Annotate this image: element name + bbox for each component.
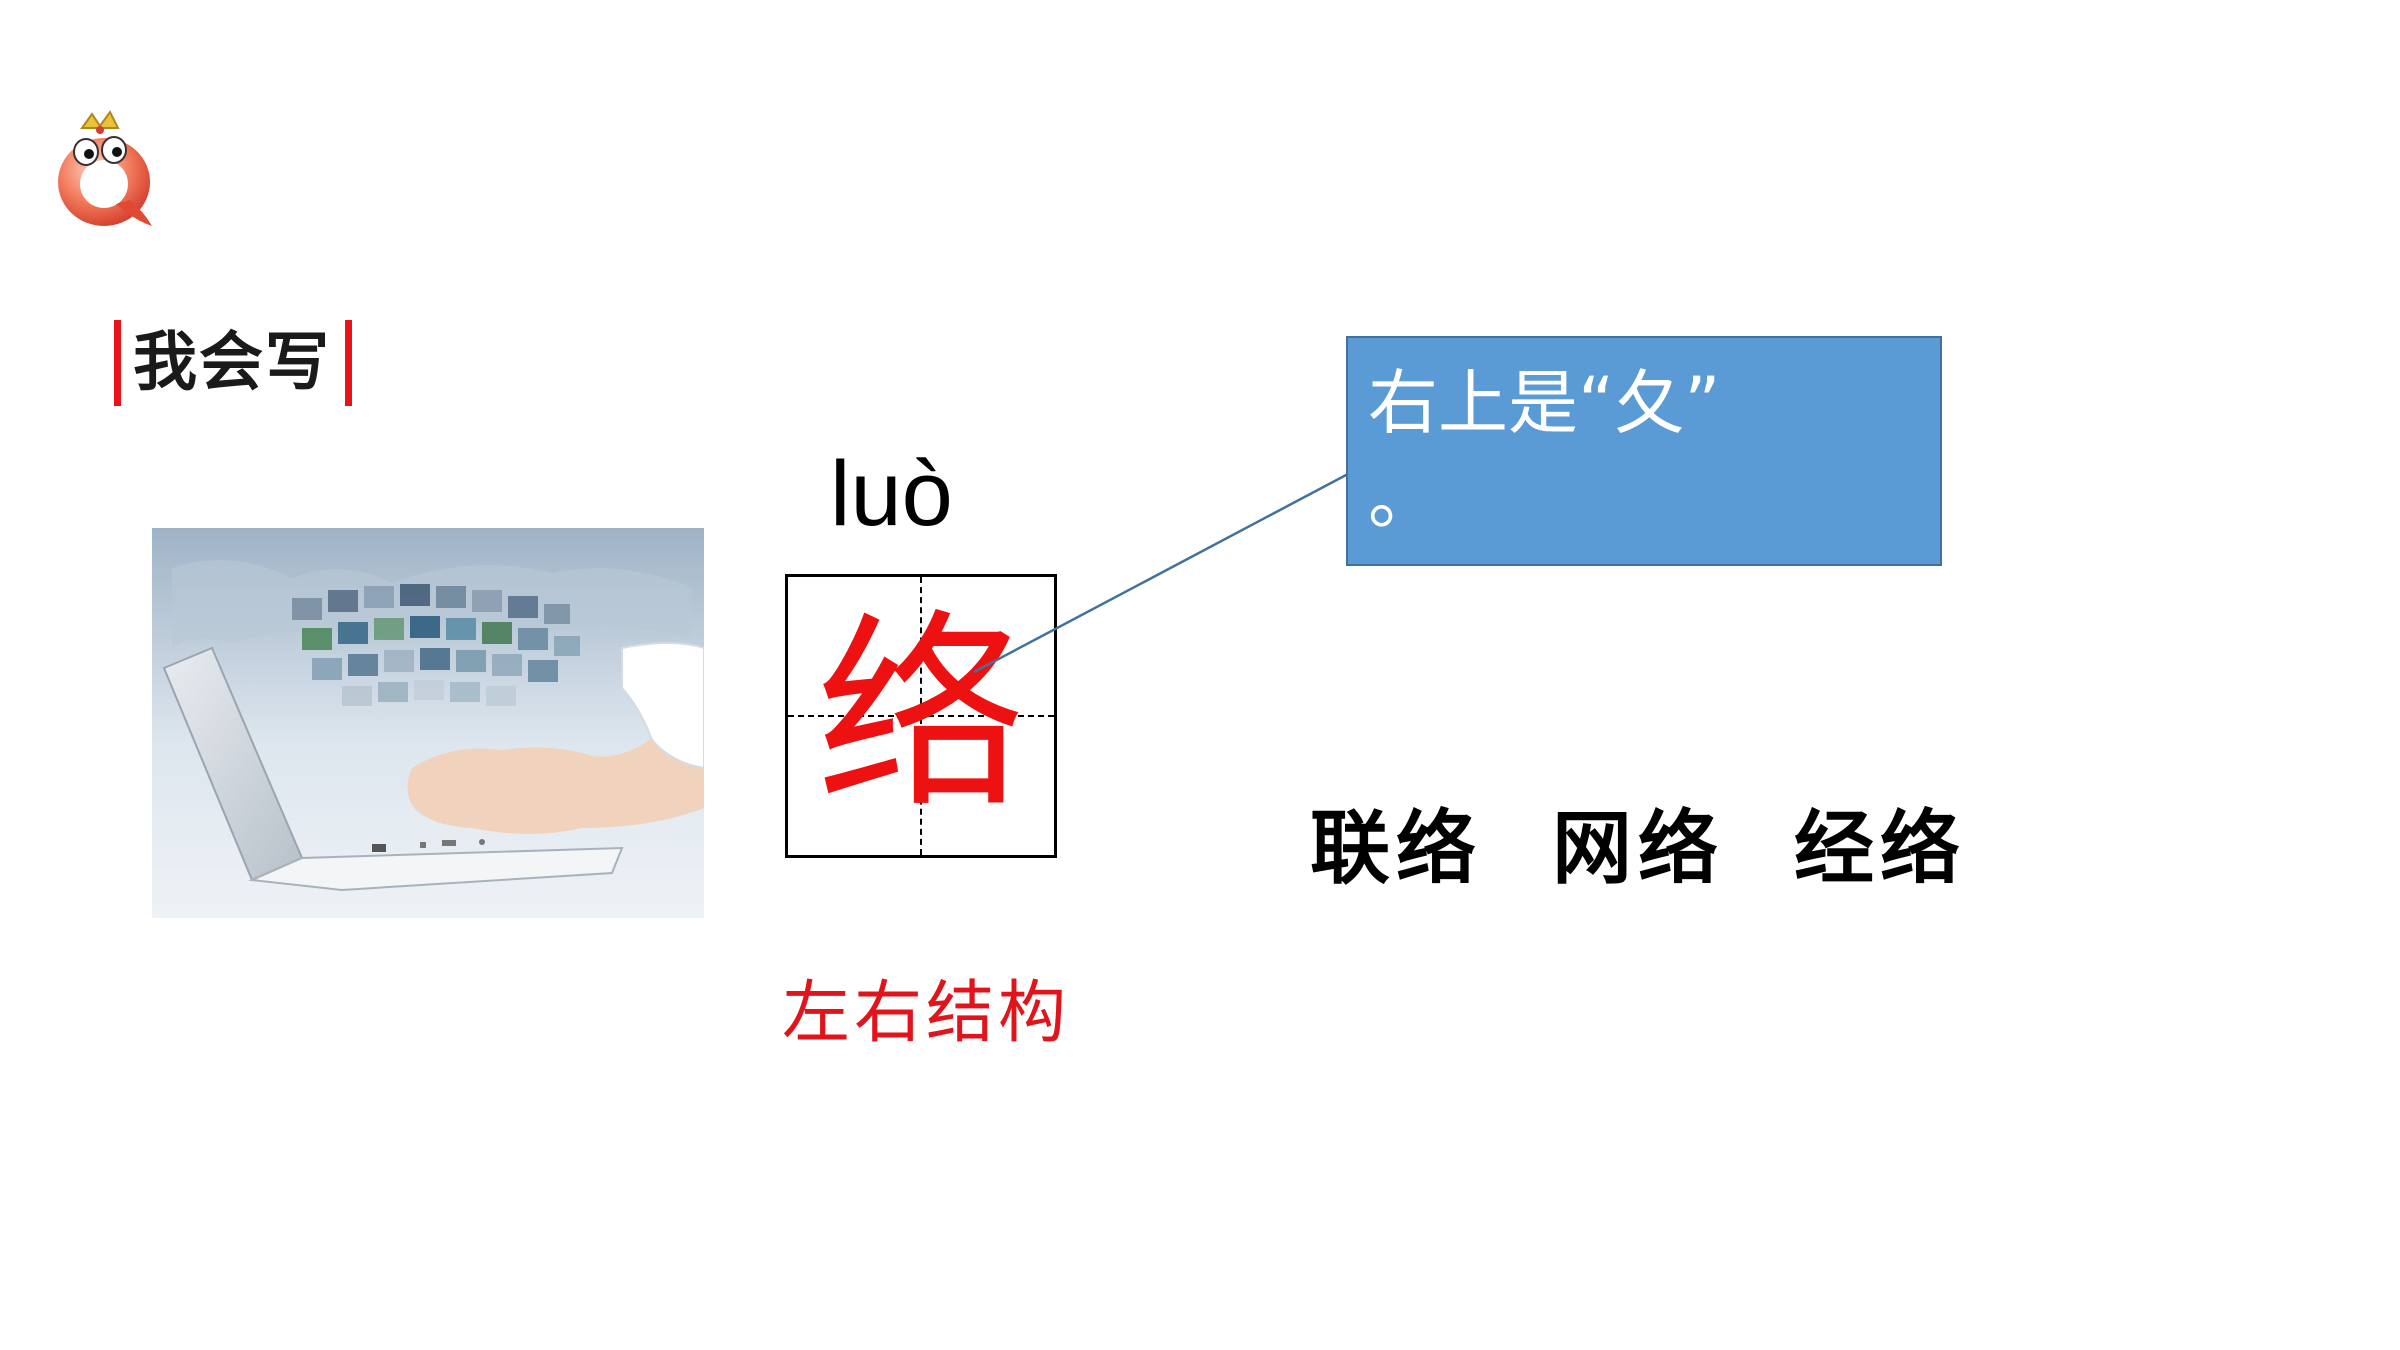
q-mascot-icon	[52, 108, 164, 236]
section-title: 我会写	[114, 318, 352, 408]
example-words: 联络 网络 经络	[1310, 808, 1966, 888]
hint-tail: 。	[1368, 456, 1438, 539]
section-title-text: 我会写	[133, 325, 331, 400]
title-bar-right	[345, 320, 352, 406]
grid-horizontal-guide	[788, 715, 1054, 717]
character-grid: 络	[785, 574, 1057, 858]
word-item: 联络	[1310, 801, 1482, 895]
structure-label: 左右结构	[782, 974, 1071, 1053]
character-glyph: 络	[815, 593, 1026, 838]
word-item: 经络	[1794, 801, 1966, 895]
hint-callout: 右上是“夂” 。	[1346, 336, 1942, 566]
title-bar-left	[114, 320, 121, 406]
laptop-photo	[152, 528, 704, 918]
hint-text: 右上是“夂”	[1368, 362, 1721, 444]
word-item: 网络	[1552, 801, 1724, 895]
pinyin-label: luò	[830, 443, 953, 545]
